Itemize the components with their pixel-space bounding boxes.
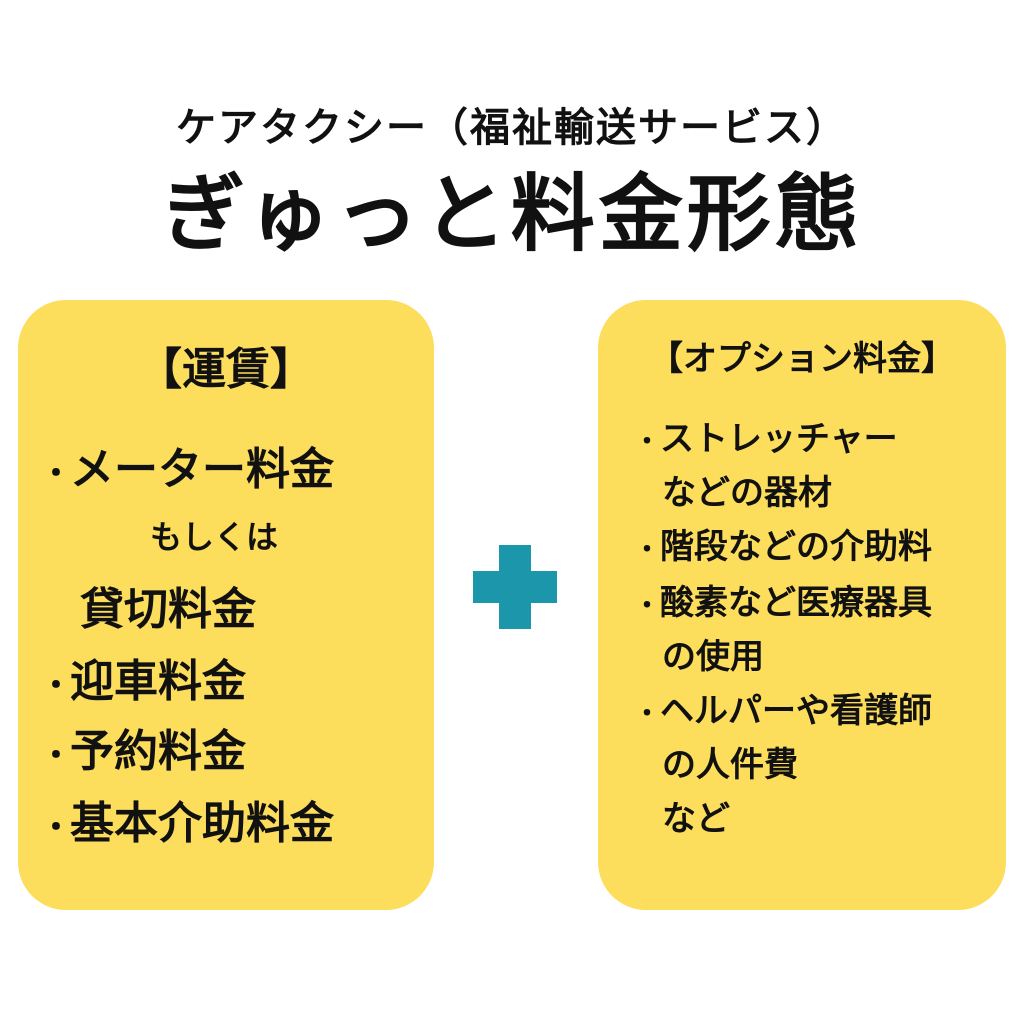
list-item-stretcher: ・ストレッチャー: [634, 414, 898, 467]
list-item-meter-fare: ・メーター料金: [40, 440, 334, 503]
bullet-icon: ・: [40, 736, 73, 774]
list-item-oxygen-continued: の使用: [662, 637, 764, 677]
list-item-charter-fare: 貸切料金: [80, 584, 256, 635]
bullet-icon: ・: [634, 699, 661, 729]
list-item-label: 酸素など医療器具: [660, 583, 932, 623]
bullet-icon: ・: [634, 427, 661, 457]
option-fee-card-heading: 【オプション料金】: [649, 339, 955, 379]
bullet-icon: ・: [40, 666, 73, 704]
list-item-etc: など: [662, 799, 730, 839]
list-item-label: ストレッチャー: [660, 419, 898, 459]
list-item-label: メーター料金: [70, 444, 334, 495]
bullet-icon: ・: [40, 808, 73, 846]
page-title: ぎゅっと料金形態: [161, 165, 863, 263]
list-item-helper-nurse: ・ヘルパーや看護師: [634, 686, 932, 739]
fare-card: 【運賃】 ・メーター料金 もしくは 貸切料金 ・迎車料金 ・予約料金 ・基本介助…: [18, 300, 434, 910]
list-item-label: 迎車料金: [70, 656, 246, 707]
list-item-basic-assist-fare: ・基本介助料金: [40, 794, 334, 857]
list-item-stretcher-continued: などの器材: [662, 473, 832, 513]
bullet-icon: ・: [40, 454, 73, 492]
plus-icon: [473, 545, 557, 629]
page-subtitle: ケアタクシー（福祉輸送サービス）: [176, 105, 848, 151]
list-item-label: 予約料金: [70, 726, 246, 777]
list-item-reservation-fare: ・予約料金: [40, 722, 246, 785]
bullet-icon: ・: [634, 591, 661, 621]
bullet-icon: ・: [634, 535, 661, 565]
list-item-pickup-fare: ・迎車料金: [40, 652, 246, 715]
or-connector: もしくは: [150, 518, 279, 556]
list-item-label: ヘルパーや看護師: [660, 691, 932, 731]
list-item-label: 階段などの介助料: [660, 527, 932, 567]
list-item-helper-nurse-continued: の人件費: [662, 745, 798, 785]
list-item-stairs-assist: ・階段などの介助料: [634, 522, 932, 575]
list-item-oxygen: ・酸素など医療器具: [634, 578, 932, 631]
fare-card-heading: 【運賃】: [138, 344, 314, 395]
option-fee-card: 【オプション料金】 ・ストレッチャー などの器材 ・階段などの介助料 ・酸素など…: [598, 300, 1006, 910]
list-item-label: 基本介助料金: [70, 798, 334, 849]
